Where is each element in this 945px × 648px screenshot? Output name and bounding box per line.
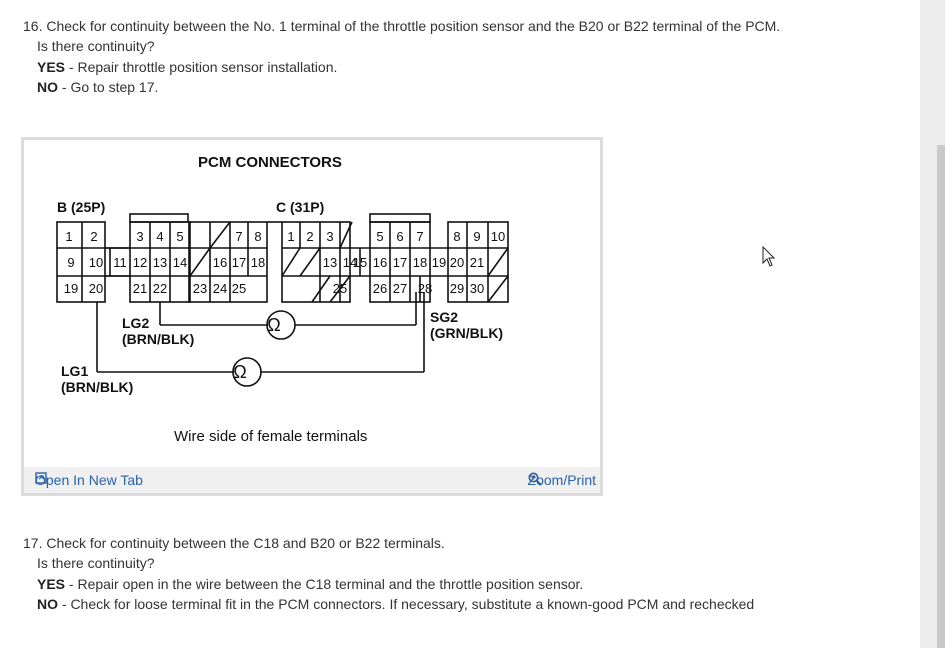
- c-terminal-17: 17: [393, 255, 407, 270]
- step-16-heading: 16. Check for continuity between the No.…: [23, 18, 781, 34]
- page-scrollbar[interactable]: [920, 0, 945, 648]
- figure-title: PCM CONNECTORS: [198, 154, 342, 171]
- lg2-label: LG2: [122, 315, 149, 331]
- c-terminal-27: 27: [393, 281, 407, 296]
- c-terminal-25: 25: [333, 281, 347, 296]
- b-terminal-21: 21: [133, 281, 147, 296]
- c-terminal-15: 15: [353, 255, 367, 270]
- zoom-icon: [528, 472, 542, 486]
- b-terminal-18: 18: [251, 255, 265, 270]
- c-terminal-3: 3: [326, 229, 333, 244]
- c-terminal-18: 18: [413, 255, 427, 270]
- no-text: - Go to step 17.: [58, 78, 159, 95]
- step-17-no: NO - Check for loose terminal fit in the…: [23, 594, 754, 614]
- b-terminal-20: 20: [89, 281, 103, 296]
- b-terminal-12: 12: [133, 255, 147, 270]
- step-17-question: Is there continuity?: [37, 555, 155, 572]
- zoom-print-link[interactable]: Zoom/Print: [528, 472, 596, 488]
- no-label: NO: [37, 78, 58, 95]
- open-in-new-tab-icon: [35, 472, 47, 484]
- b-terminal-19: 19: [64, 281, 78, 296]
- yes-text: - Repair open in the wire between the C1…: [65, 575, 584, 592]
- b-terminal-17: 17: [232, 255, 246, 270]
- b-terminal-2: 2: [90, 229, 97, 244]
- b-terminal-16: 16: [213, 255, 227, 270]
- no-label: NO: [37, 595, 58, 612]
- yes-text: - Repair throttle position sensor instal…: [65, 58, 338, 75]
- b-terminal-23: 23: [193, 281, 207, 296]
- c-terminal-29: 29: [450, 281, 464, 296]
- c-terminal-13: 13: [323, 255, 337, 270]
- open-in-new-tab-link[interactable]: Open In New Tab: [35, 472, 143, 488]
- lg2-wire-color: (BRN/BLK): [122, 331, 194, 347]
- c-terminal-7: 7: [416, 229, 423, 244]
- figure-toolbar: Open In New Tab Zoom/Print: [24, 467, 600, 493]
- b-terminal-5: 5: [176, 229, 183, 244]
- c-terminal-19: 19: [432, 255, 446, 270]
- b-terminal-10: 10: [89, 255, 103, 270]
- connector-b-label: B (25P): [57, 199, 105, 215]
- b-terminal-25: 25: [232, 281, 246, 296]
- c-terminal-21: 21: [470, 255, 484, 270]
- scrollbar-thumb[interactable]: [937, 145, 945, 648]
- b-terminal-4: 4: [156, 229, 163, 244]
- b-terminal-14: 14: [173, 255, 187, 270]
- ohm-symbol-lg2: Ω: [267, 315, 280, 335]
- b-terminal-1: 1: [65, 229, 72, 244]
- c-terminal-20: 20: [450, 255, 464, 270]
- lg1-wire-color: (BRN/BLK): [61, 379, 133, 395]
- c-terminal-2: 2: [306, 229, 313, 244]
- c-terminal-26: 26: [373, 281, 387, 296]
- zoom-print-label: Zoom/Print: [527, 472, 596, 488]
- step-17-heading: 17. Check for continuity between the C18…: [23, 535, 445, 551]
- c-terminal-1: 1: [287, 229, 294, 244]
- step-16: 16. Check for continuity between the No.…: [23, 16, 780, 97]
- step-16-no: NO - Go to step 17.: [23, 77, 780, 97]
- step-16-question: Is there continuity?: [37, 38, 155, 55]
- c-terminal-16: 16: [373, 255, 387, 270]
- b-terminal-7: 7: [235, 229, 242, 244]
- b-terminal-24: 24: [213, 281, 227, 296]
- lg1-label: LG1: [61, 363, 88, 379]
- open-in-new-tab-label: Open In New Tab: [35, 472, 143, 488]
- ohm-symbol-lg1: Ω: [233, 362, 246, 382]
- sg2-wire-color: (GRN/BLK): [430, 325, 503, 341]
- b-terminal-13: 13: [153, 255, 167, 270]
- c-terminal-8: 8: [453, 229, 460, 244]
- yes-label: YES: [37, 58, 66, 75]
- c-terminal-6: 6: [396, 229, 403, 244]
- figure-caption: Wire side of female terminals: [174, 428, 367, 445]
- step-16-yes: YES - Repair throttle position sensor in…: [23, 57, 780, 77]
- c-terminal-10: 10: [491, 229, 505, 244]
- b-terminal-8: 8: [254, 229, 261, 244]
- connector-c-label: C (31P): [276, 199, 324, 215]
- no-text: - Check for loose terminal fit in the PC…: [58, 595, 755, 612]
- b-terminal-9: 9: [67, 255, 74, 270]
- yes-label: YES: [37, 575, 66, 592]
- b-terminal-11: 11: [113, 255, 127, 270]
- c-terminal-5: 5: [376, 229, 383, 244]
- mouse-cursor-icon: [762, 246, 776, 267]
- c-terminal-9: 9: [473, 229, 480, 244]
- c-terminal-14: 14: [343, 255, 357, 270]
- step-17-yes: YES - Repair open in the wire between th…: [23, 574, 754, 594]
- c-terminal-30: 30: [470, 281, 484, 296]
- sg2-label: SG2: [430, 309, 458, 325]
- b-terminal-3: 3: [136, 229, 143, 244]
- c-terminal-28: 28: [418, 281, 432, 296]
- b-terminal-22: 22: [153, 281, 167, 296]
- step-17: 17. Check for continuity between the C18…: [23, 533, 754, 614]
